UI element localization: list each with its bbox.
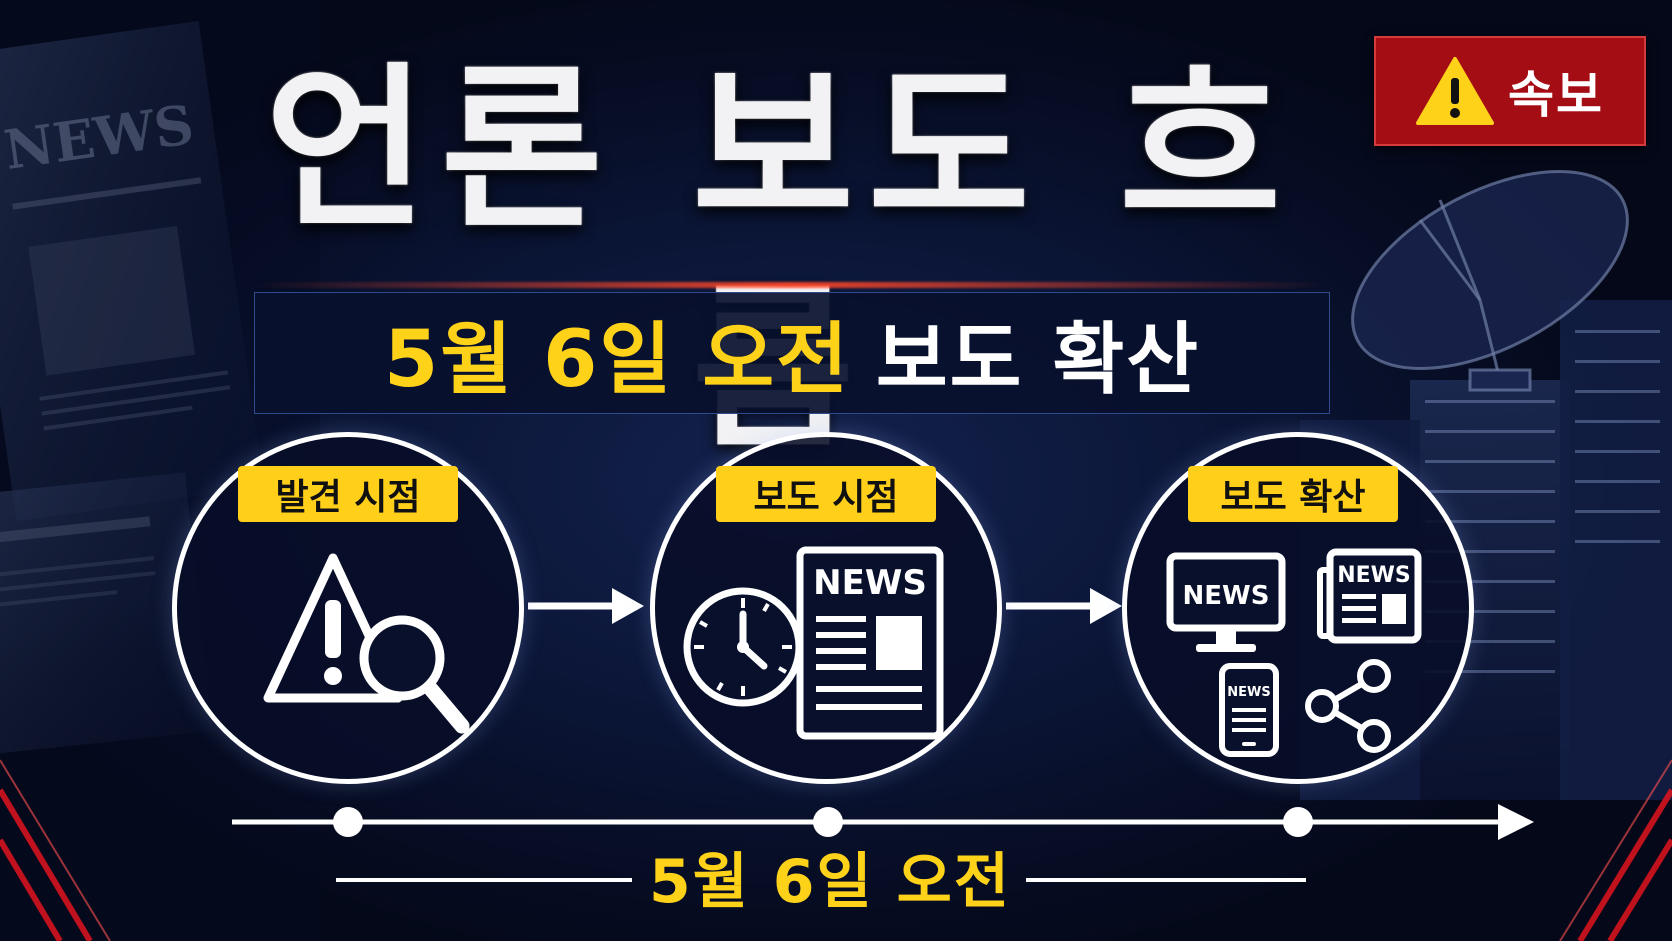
subtitle-date: 5월 6일 오전 (383, 315, 850, 405)
breaking-badge: 속보 (1374, 36, 1646, 146)
phone-news-text: NEWS (1227, 685, 1270, 700)
timeline (232, 804, 1534, 882)
stage-news-text: NEWS (813, 563, 927, 603)
timeline-date: 5월 6일 오전 (648, 847, 1012, 917)
subtitle-text: 보도 확산 (875, 315, 1201, 405)
monitor-icon: NEWS (1166, 552, 1286, 652)
stage-label-report: 보도 시점 (716, 466, 936, 522)
timeline-point-3 (1283, 807, 1313, 837)
red-streaks (0, 788, 1672, 941)
warning-icon (263, 553, 403, 703)
timeline-point-1 (333, 807, 363, 837)
stage-label-discovery: 발견 시점 (238, 466, 458, 522)
clock-icon (683, 587, 803, 707)
newspaper-stack: NEWS (0, 21, 265, 522)
share-icon (1305, 659, 1391, 753)
flow-arrows (528, 588, 1122, 624)
main-title: 언론 보도 흐름 (264, 47, 1296, 472)
newspaper-icon: NEWS (796, 546, 944, 740)
newspaper-icon: NEWS (1317, 548, 1422, 644)
glow-divider (250, 282, 1330, 288)
smartphone-icon: NEWS (1219, 663, 1279, 757)
stage-label-spread: 보도 확산 (1188, 466, 1398, 522)
subtitle-box: 5월 6일 오전 보도 확산 (254, 292, 1330, 414)
warning-icon (1416, 57, 1494, 125)
timeline-point-2 (813, 807, 843, 837)
badge-label: 속보 (1508, 66, 1604, 124)
paper-news-text: NEWS (1337, 563, 1411, 588)
satellite-dish (1351, 170, 1629, 392)
magnifier-icon (359, 615, 470, 734)
monitor-news-text: NEWS (1183, 581, 1270, 611)
